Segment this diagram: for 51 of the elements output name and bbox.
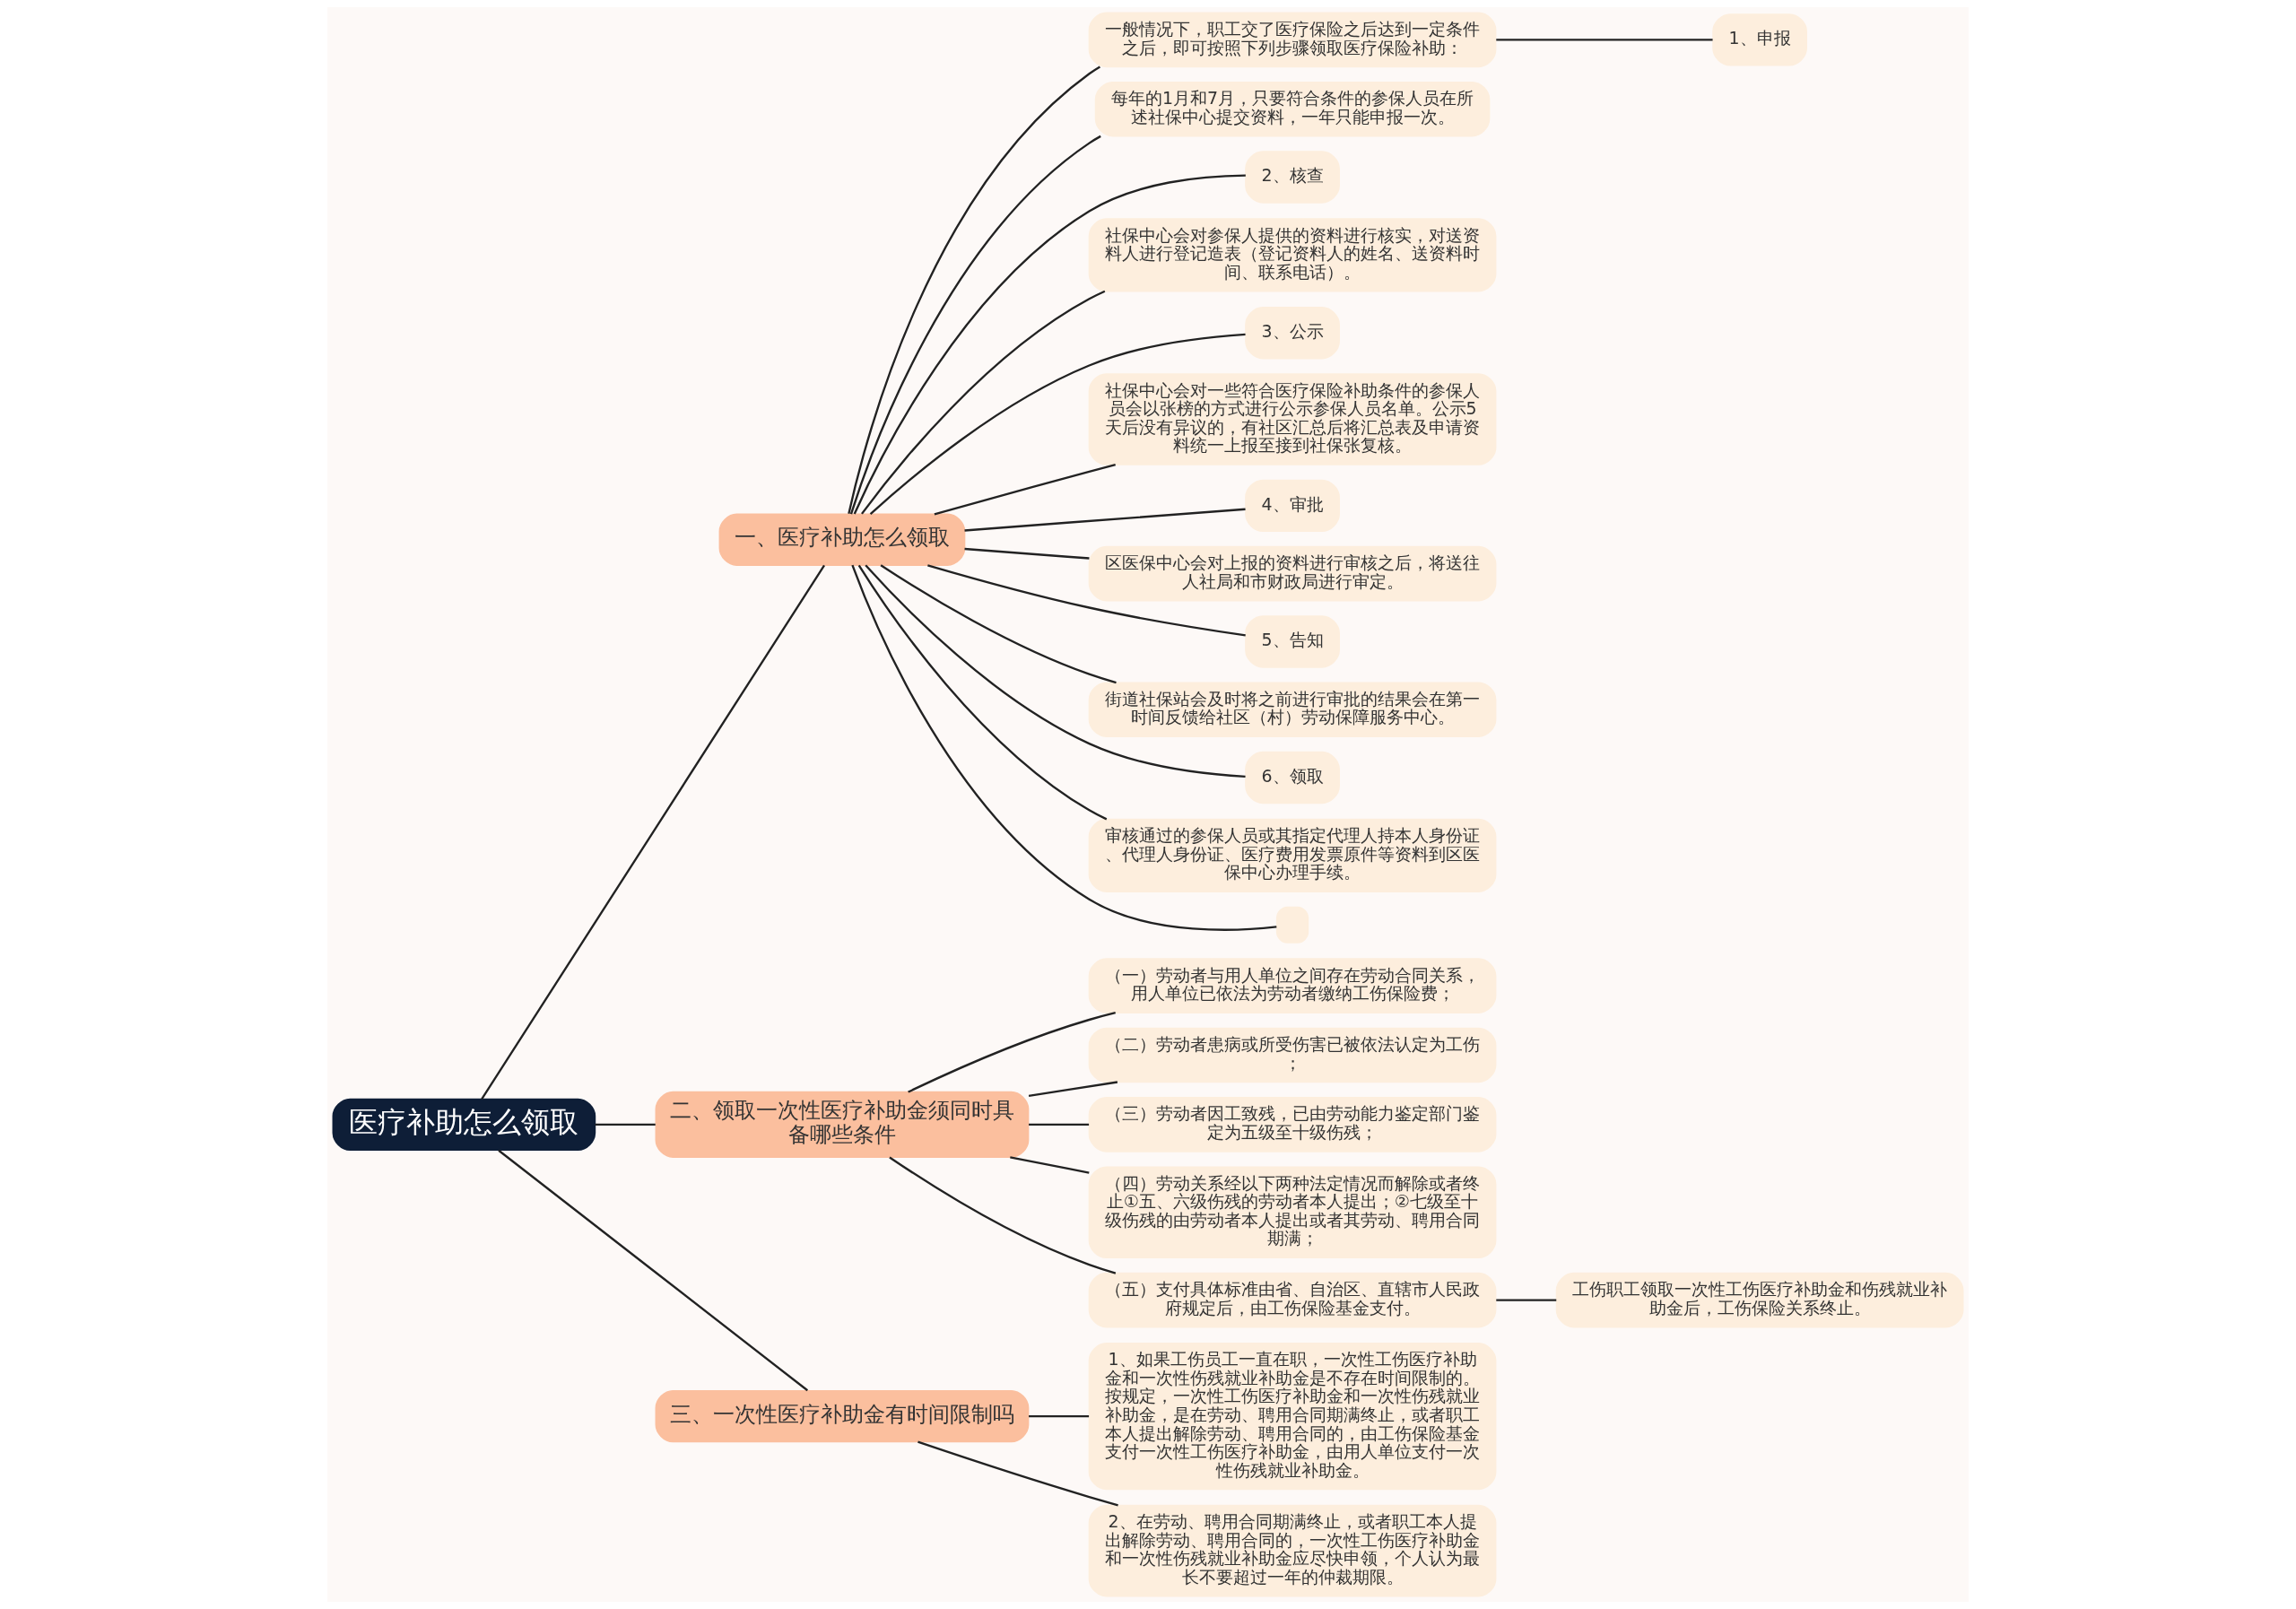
node-box: （一）劳动者与用人单位之间存在劳动合同关系，用人单位已依法为劳动者缴纳工伤保险费； [1088, 958, 1497, 1013]
node-box: 三、一次性医疗补助金有时间限制吗 [655, 1389, 1030, 1443]
connector [1010, 1156, 1090, 1174]
node-box: （四）劳动关系经以下两种法定情况而解除或者终止①五、六级伤残的劳动者本人提出；②七级至十级伤残的由劳动者本人提出或者其劳动、聘用合同期满； [1088, 1166, 1497, 1259]
node-box: 区医保中心会对上报的资料进行审核之后，将送往人社局和市财政局进行审定。 [1088, 545, 1497, 602]
node-box: 2、核查 [1245, 151, 1340, 204]
node-box: 社保中心会对参保人提供的资料进行核实，对送资料人进行登记造表（登记资料人的姓名、送资料时间、联系电话）。 [1088, 218, 1497, 292]
connector [861, 290, 1106, 515]
node-box: 医疗补助怎么领取 [332, 1098, 596, 1152]
node-box: 街道社保站会及时将之前进行审批的结果会在第一时间反馈给社区（村）劳动保障服务中心。 [1088, 682, 1497, 737]
node-box: 每年的1月和7月，只要符合条件的参保人员在所述社保中心提交资料，一年只能申报一次。 [1094, 81, 1491, 137]
connector [851, 564, 1277, 931]
node-box: 1、如果工伤员工一直在职，一次性工伤医疗补助金和一次性伤残就业补助金是不存在时间限制的。按规定，一次性工伤医疗补助金和一次性伤残就业补助金，是在劳动、聘用合同期满终止，或者职工本人提出解除劳动、聘用合同的，由工伤保险基金支付一次性工伤医疗补助金，由用人单位支付一次性伤残就业补助金。 [1088, 1343, 1497, 1491]
node-box: 2、在劳动、聘用合同期满终止，或者职工本人提出解除劳动、聘用合同的，一次性工伤医疗补助金和一次性伤残就业补助金应尽快申领，个人认为最长不要超过一年的仲裁期限。 [1088, 1504, 1497, 1597]
node-box: （五）支付具体标准由省、自治区、直辖市人民政府规定后，由工伤保险基金支付。 [1088, 1272, 1497, 1328]
connector [889, 1156, 1117, 1274]
node-box: （三）劳动者因工致残，已由劳动能力鉴定部门鉴定为五级至十级伤残； [1088, 1097, 1497, 1152]
connector [880, 564, 1117, 684]
node-box: 工伤职工领取一次性工伤医疗补助金和伤残就业补助金后，工伤保险关系终止。 [1555, 1272, 1964, 1328]
connector [857, 564, 1108, 821]
node-box: 社保中心会对一些符合医疗保险补助条件的参保人员会以张榜的方式进行公示参保人员名单。公示5天后没有异议的，有社区汇总后将汇总表及申请资料统一上报至接到社保张复核。 [1088, 373, 1497, 465]
node-box: 二、领取一次性医疗补助金须同时具备哪些条件 [655, 1091, 1030, 1158]
node-box: 一、医疗补助怎么领取 [718, 513, 966, 566]
connector [849, 135, 1101, 515]
connector [869, 333, 1246, 516]
connector [1029, 1414, 1090, 1418]
connector [1496, 39, 1713, 41]
connector [853, 174, 1246, 515]
connector [1029, 1123, 1090, 1126]
connector [918, 1440, 1118, 1507]
connector [498, 1149, 809, 1392]
connector [927, 564, 1246, 637]
node-box: 3、公示 [1245, 307, 1340, 360]
connector [964, 508, 1246, 532]
connector [1496, 1299, 1557, 1301]
node-box [1275, 906, 1309, 944]
node-box: 4、审批 [1245, 479, 1340, 533]
node-box: （二）劳动者患病或所受伤害已被依法认定为工伤； [1088, 1027, 1497, 1083]
connector [1028, 1081, 1118, 1097]
connector [934, 464, 1116, 516]
connector [481, 564, 825, 1100]
connector [848, 65, 1101, 515]
connector [908, 1012, 1116, 1093]
node-box: 5、告知 [1245, 615, 1340, 668]
connector [964, 547, 1090, 560]
node-box: 审核通过的参保人员或其指定代理人持本人身份证、代理人身份证、医疗费用发票原件等资料到区医保中心办理手续。 [1088, 818, 1497, 892]
connector [595, 1123, 656, 1126]
node-box: 6、领取 [1245, 751, 1340, 804]
connector [865, 564, 1246, 778]
node-box: 一般情况下，职工交了医疗保险之后达到一定条件之后，即可按照下列步骤领取医疗保险补助： [1088, 12, 1497, 68]
node-box: 1、申报 [1712, 13, 1807, 66]
